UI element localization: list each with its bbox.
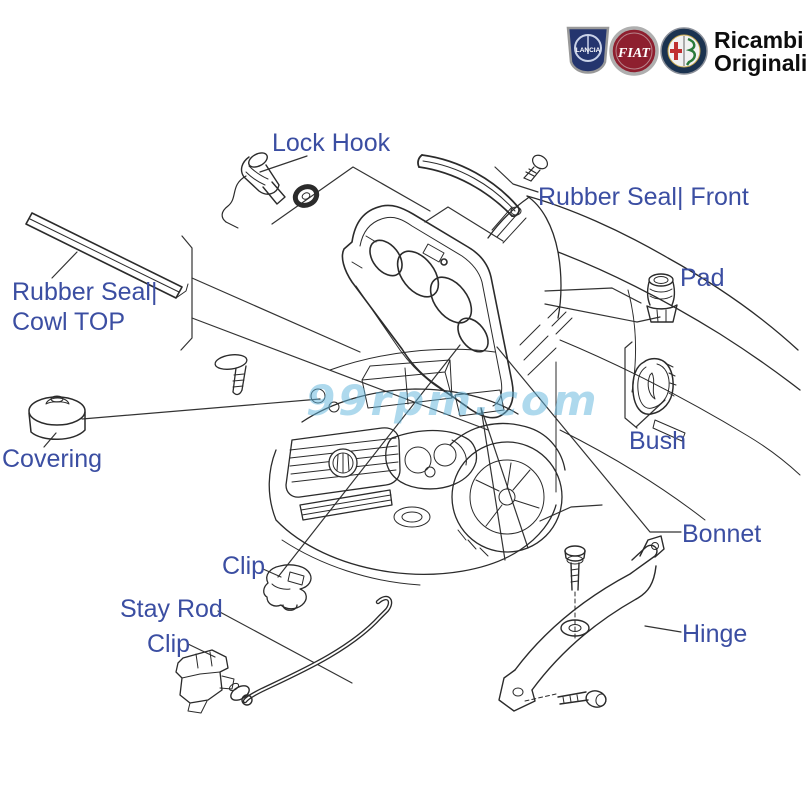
label-bonnet: Bonnet xyxy=(682,520,762,548)
label-stay-rod: Stay Rod xyxy=(120,595,223,623)
label-rubber-seal-front: Rubber Seal| Front xyxy=(538,183,749,211)
brand-text-line1: Ricambi xyxy=(714,27,804,53)
fiat-logo-icon: FIAT xyxy=(609,26,659,76)
label-rubber-seal-cowl: Rubber Seal| Cowl TOP xyxy=(12,277,157,337)
label-clip-top: Clip xyxy=(222,552,266,580)
label-clip-bottom: Clip xyxy=(147,630,191,658)
car-body-drawing xyxy=(268,195,801,586)
brand-text-line2: Originali xyxy=(714,50,807,76)
stay-rod-part xyxy=(228,595,393,706)
bush-part xyxy=(632,357,677,415)
rivet-clip-part xyxy=(214,354,248,396)
screw-part xyxy=(523,154,549,182)
brand-header: LANCIA FIAT Ricambi Originali xyxy=(560,24,807,80)
covering-part xyxy=(28,395,86,440)
clip-part-bottom xyxy=(175,649,235,714)
fiat-logo-text: FIAT xyxy=(617,46,651,61)
front-seal-part xyxy=(417,154,522,217)
label-rubber-seal-cowl-line1: Rubber Seal| xyxy=(12,278,158,306)
grommet-part xyxy=(292,184,320,208)
bonnet-panel-drawing xyxy=(341,204,514,419)
hinge-part xyxy=(498,535,665,712)
cowl-seal-part xyxy=(25,212,189,299)
label-bush: Bush xyxy=(629,427,686,455)
hinge-bolt-top xyxy=(564,545,586,639)
clip-part-top xyxy=(263,564,312,611)
label-hinge: Hinge xyxy=(682,620,748,648)
label-rubber-seal-cowl-line2: Cowl TOP xyxy=(12,308,126,336)
watermark-text: 99rpm.com xyxy=(306,376,600,425)
lock-hook-part xyxy=(221,152,286,229)
brand-logos: LANCIA FIAT xyxy=(566,26,708,76)
label-lock-hook: Lock Hook xyxy=(272,129,391,157)
alfa-romeo-logo-icon xyxy=(660,27,708,75)
brand-text: Ricambi Originali xyxy=(714,29,807,75)
label-pad: Pad xyxy=(680,264,725,292)
lancia-logo-icon: LANCIA xyxy=(566,26,610,74)
lancia-logo-text: LANCIA xyxy=(576,47,601,54)
pad-part xyxy=(646,273,678,323)
hinge-bolt-bottom xyxy=(524,690,607,708)
label-covering: Covering xyxy=(2,445,103,473)
